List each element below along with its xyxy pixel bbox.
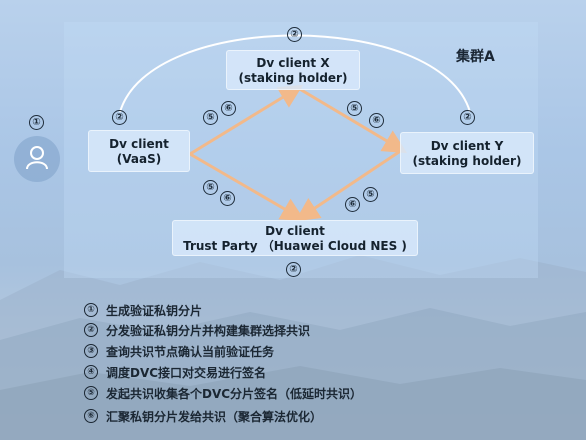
marker-one-user: ①: [29, 115, 44, 130]
marker-two-left: ②: [112, 110, 127, 125]
arrow-vaas-to-trust: [189, 152, 306, 222]
legend-text: 发起共识收集各个DVC分片签名（低延时共识）: [106, 387, 363, 401]
node-vaas-line2: (VaaS): [116, 152, 162, 166]
node-trust-line1: Dv client: [265, 224, 325, 238]
marker-six-lr: ⑥: [345, 197, 360, 212]
marker-two-top: ②: [287, 27, 302, 42]
node-dv-client-x: Dv client X (staking holder): [226, 50, 360, 90]
legend-text: 生成验证私钥分片: [106, 304, 203, 318]
marker-five-lr: ⑤: [363, 187, 378, 202]
legend-text: 调度DVC接口对交易进行签名: [106, 366, 267, 380]
node-x-line2: (staking holder): [238, 71, 348, 85]
legend-num: ①: [84, 303, 98, 317]
user-avatar[interactable]: [14, 136, 60, 182]
legend-text: 查询共识节点确认当前验证任务: [106, 345, 275, 359]
marker-six-ur: ⑥: [369, 113, 384, 128]
marker-five-ll: ⑤: [203, 180, 218, 195]
node-dv-client-y: Dv client Y (staking holder): [400, 132, 534, 174]
legend-text: 汇聚私钥分片发给共识（聚合算法优化）: [106, 410, 323, 424]
legend-num: ⑤: [84, 386, 98, 400]
marker-six-ul: ⑥: [221, 101, 236, 116]
user-icon: [26, 146, 48, 170]
legend-num: ②: [84, 323, 98, 337]
arrow-x-to-y: [297, 86, 408, 154]
node-dv-client-vaas: Dv client (VaaS): [88, 130, 190, 172]
marker-two-bottom: ②: [286, 262, 301, 277]
legend-num: ③: [84, 344, 98, 358]
node-vaas-line1: Dv client: [109, 137, 169, 151]
legend-num: ④: [84, 365, 98, 379]
node-y-line1: Dv client Y: [430, 139, 504, 153]
marker-five-ur: ⑤: [347, 101, 362, 116]
legend-text: 分发验证私钥分片并构建集群选择共识: [106, 324, 311, 338]
node-x-line1: Dv client X: [256, 56, 330, 70]
arrow-vaas-to-x: [189, 84, 304, 156]
cluster-label: 集群A: [456, 49, 495, 65]
marker-two-right: ②: [460, 110, 475, 125]
marker-five-ul: ⑤: [203, 110, 218, 125]
arrow-y-to-trust: [295, 148, 403, 222]
legend-num: ⑥: [84, 409, 98, 423]
marker-six-ll: ⑥: [220, 191, 235, 206]
node-y-line2: (staking holder): [412, 154, 522, 168]
node-trust-line2: Trust Party （Huawei Cloud NES ): [183, 239, 407, 253]
node-dv-client-trust: Dv client Trust Party （Huawei Cloud NES …: [172, 220, 418, 256]
